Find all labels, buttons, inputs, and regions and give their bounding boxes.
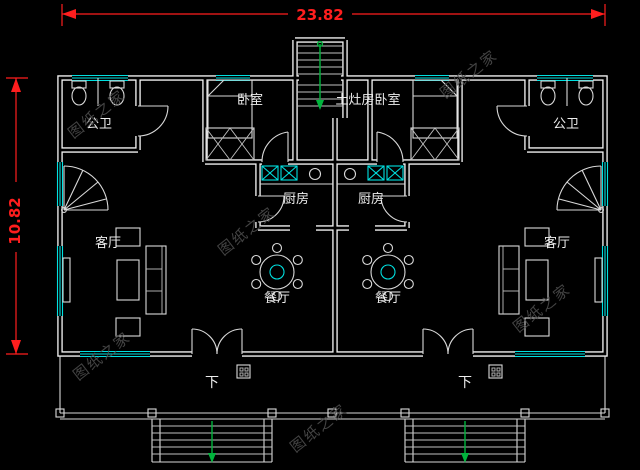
- walls: [57, 37, 608, 358]
- porch-railing: [55, 356, 610, 420]
- room-label-bedroom-left: 卧室: [237, 92, 263, 108]
- room-labels: 公卫 公卫 卧室 土灶房卧室 厨房 厨房 客厅 客厅 餐厅 餐厅 下 下: [86, 92, 579, 391]
- room-label-kitchen-right: 厨房: [358, 191, 384, 207]
- door-arc: [137, 105, 169, 137]
- wardrobe-right: [410, 127, 460, 161]
- column-symbol-left: [236, 364, 251, 379]
- watermark-text: 图纸之家: [437, 46, 502, 102]
- door-arc: [257, 195, 285, 223]
- bed-right: [412, 79, 458, 139]
- bed-left: [207, 79, 253, 139]
- window: [72, 74, 128, 82]
- room-label-living-left: 客厅: [95, 235, 121, 251]
- room-label-kitchen-left: 厨房: [283, 191, 309, 207]
- dimension-top: 23.82: [61, 4, 606, 26]
- room-label-stove-bedroom-right: 土灶房卧室: [335, 92, 400, 108]
- dimension-width-label: 23.82: [296, 6, 343, 24]
- watermark-text: 图纸之家: [287, 400, 352, 456]
- room-label-dining-right: 餐厅: [375, 290, 401, 306]
- room-label-living-right: 客厅: [544, 235, 570, 251]
- window: [537, 74, 593, 82]
- dimension-height-label: 10.82: [6, 197, 24, 244]
- door-arc: [496, 105, 528, 137]
- wardrobe-left: [205, 127, 255, 161]
- stair-down-label-right: 下: [458, 375, 472, 391]
- entry-double-door-right: [422, 328, 474, 355]
- door-arc: [380, 195, 408, 223]
- window: [515, 350, 585, 358]
- door-arc: [261, 131, 289, 163]
- sofa-right: [498, 227, 603, 337]
- steps-right: [404, 419, 526, 463]
- main-staircase: [297, 40, 343, 110]
- window: [601, 162, 609, 206]
- watermark-text: 图纸之家: [65, 86, 130, 142]
- room-label-bath-right: 公卫: [553, 117, 579, 132]
- sofa-left: [62, 227, 167, 337]
- steps-left: [151, 419, 273, 463]
- door-arc: [376, 131, 404, 163]
- window: [56, 162, 64, 206]
- bathroom-right-fixtures: [540, 78, 594, 106]
- dining-table-left: [251, 242, 303, 302]
- spiral-stair-right: [556, 165, 604, 213]
- room-label-dining-left: 餐厅: [264, 290, 290, 306]
- spiral-stair-left: [61, 165, 109, 213]
- column-symbol-right: [488, 364, 503, 379]
- entry-double-door-left: [191, 328, 243, 355]
- kitchen-counter-left: [260, 165, 333, 185]
- stair-down-label-left: 下: [205, 375, 219, 391]
- window: [80, 350, 150, 358]
- watermark-text: 图纸之家: [215, 203, 280, 259]
- dining-table-right: [362, 242, 414, 302]
- room-label-bath-left: 公卫: [86, 117, 112, 132]
- doors: [137, 105, 528, 355]
- kitchen-counter-right: [337, 165, 405, 185]
- bathroom-left-fixtures: [71, 78, 125, 106]
- dimension-left: 10.82: [6, 77, 28, 355]
